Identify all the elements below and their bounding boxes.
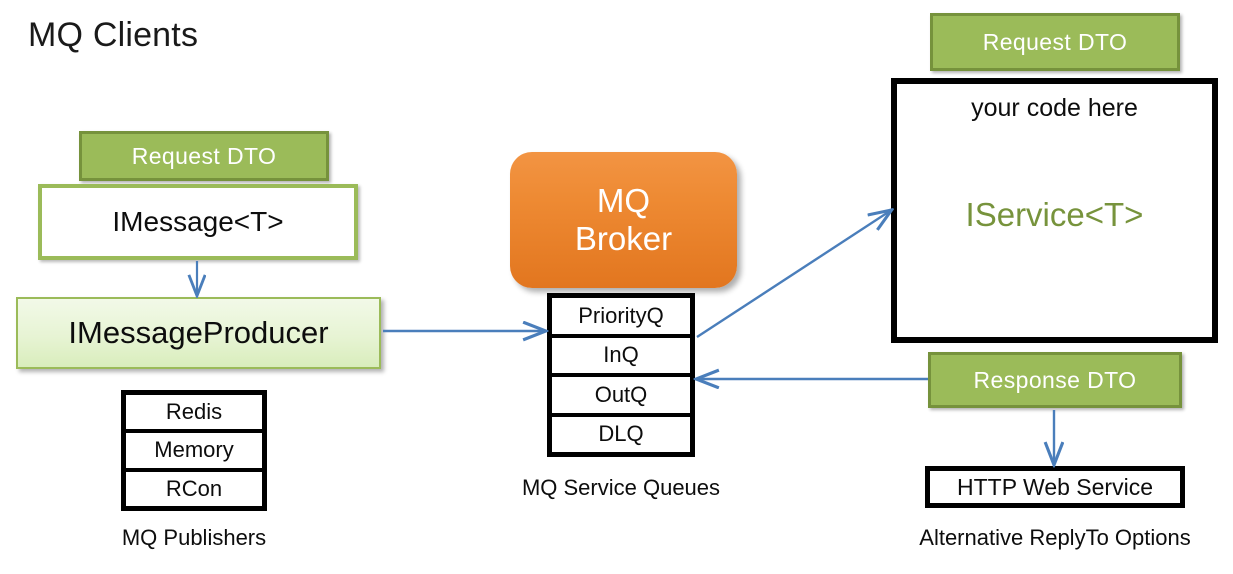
your-code-here-box: your code here IService<T> xyxy=(891,78,1218,343)
queue-row-priorityq: PriorityQ xyxy=(552,298,690,338)
your-code-here-label: your code here xyxy=(971,94,1138,122)
mq-publishers-stack: Redis Memory RCon xyxy=(121,390,267,511)
mq-publishers-caption: MQ Publishers xyxy=(121,525,267,550)
mq-broker-line-2: Broker xyxy=(574,220,673,257)
iservice-label: IService<T> xyxy=(965,196,1144,233)
page-title: MQ Clients xyxy=(28,16,199,54)
mq-service-queues-stack: PriorityQ InQ OutQ DLQ xyxy=(547,293,695,457)
list-item: Memory xyxy=(126,433,262,472)
queue-row-inq: InQ xyxy=(552,338,690,377)
queue-row-outq: OutQ xyxy=(552,377,690,417)
list-item: RCon xyxy=(165,475,223,501)
list-item: Redis xyxy=(126,395,262,434)
request-dto-badge-service: Request DTO xyxy=(930,13,1180,71)
response-dto-badge: Response DTO xyxy=(928,352,1182,408)
mq-service-queues-caption: MQ Service Queues xyxy=(521,475,721,500)
alternative-replyto-caption: Alternative ReplyTo Options xyxy=(919,525,1191,550)
imessage-producer-box: IMessageProducer xyxy=(16,297,381,369)
mq-broker-line-1: MQ xyxy=(596,182,651,220)
mq-broker-box: MQ Broker xyxy=(510,152,737,288)
http-web-service-box: HTTP Web Service xyxy=(925,466,1185,508)
imessage-box: IMessage<T> xyxy=(38,184,358,260)
queue-row-dlq: DLQ xyxy=(598,421,644,447)
request-dto-badge-client: Request DTO xyxy=(79,131,329,181)
